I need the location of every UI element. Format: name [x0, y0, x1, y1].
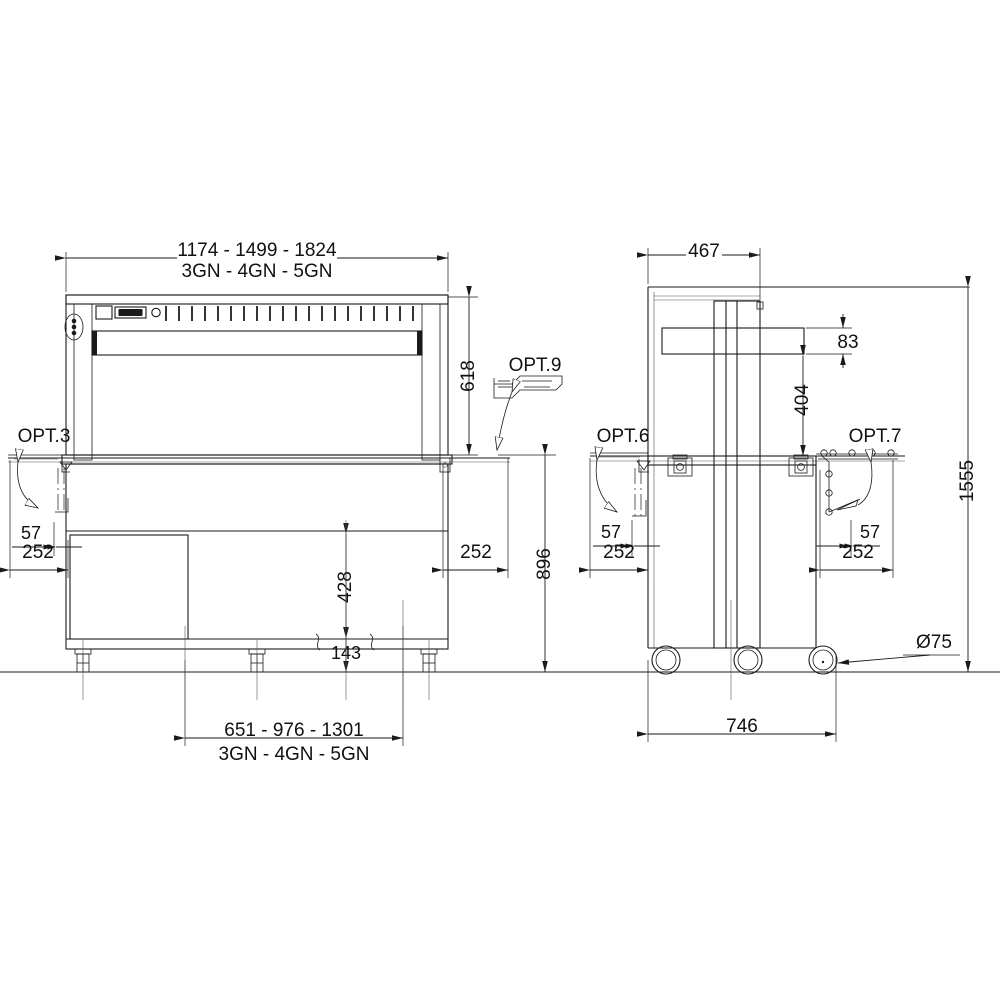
opt7-bracket-detail [816, 450, 898, 516]
dim-side-252-left: 252 [579, 458, 649, 578]
label-opt3: OPT.3 [18, 426, 71, 447]
dim-label-404: 404 [792, 384, 813, 416]
dim-label-57-left: 57 [21, 523, 41, 543]
dim-label-83: 83 [837, 332, 858, 353]
dim-label-252-side-right: 252 [842, 542, 874, 563]
side-cabinet-body [590, 286, 968, 649]
dim-label-1555: 1555 [957, 460, 978, 502]
dim-label-front-base-1: 651 - 976 - 1301 [224, 720, 363, 741]
dim-front-618: 618 [448, 286, 479, 456]
dim-front-252-right: 252 [432, 458, 509, 578]
dim-front-width-bottom: 651 - 976 - 1301 3GN - 4GN - 5GN [174, 626, 404, 765]
dim-side-83: 83 [806, 314, 859, 368]
dim-front-428: 428 [335, 523, 356, 638]
dim-front-57-left: 57 [12, 522, 82, 556]
dim-side-252-right: 252 [809, 460, 894, 578]
front-vent-slats [165, 306, 414, 321]
dim-side-57-right: 57 [816, 520, 880, 556]
front-casters [74, 648, 438, 673]
front-lower-body [65, 463, 449, 650]
dim-side-467: 467 [637, 241, 761, 300]
dim-front-252-left: 252 [0, 460, 69, 578]
dim-front-896: 896 [498, 444, 556, 672]
dim-label-dia75: Ø75 [916, 632, 952, 653]
dim-label-57-side-left: 57 [601, 522, 621, 542]
opt9-detail [493, 375, 563, 450]
front-upper-cabinet [64, 294, 449, 461]
side-casters [651, 645, 838, 675]
dim-side-57-left: 57 [593, 520, 660, 556]
opt6-bracket-detail [590, 453, 651, 517]
dim-label-front-base-2: 3GN - 4GN - 5GN [219, 744, 370, 765]
dim-side-746: 746 [637, 656, 837, 742]
front-elevation-view: 1174 - 1499 - 1824 3GN - 4GN - 5GN 618 8… [0, 240, 563, 765]
label-opt9: OPT.9 [509, 355, 562, 376]
dim-label-252-left: 252 [22, 542, 54, 563]
dim-label-57-side-right: 57 [860, 522, 880, 542]
dim-label-467: 467 [688, 241, 720, 262]
label-opt6: OPT.6 [597, 426, 650, 447]
dim-label-252-side-left: 252 [603, 542, 635, 563]
dim-label-front-width-1: 1174 - 1499 - 1824 [177, 240, 337, 261]
front-worktop [8, 454, 510, 465]
dim-side-404: 404 [792, 345, 813, 456]
front-hinge-detail [64, 313, 84, 341]
dim-label-252-right: 252 [460, 542, 492, 563]
dim-label-746: 746 [726, 716, 758, 737]
dim-label-front-width-2: 3GN - 4GN - 5GN [182, 261, 333, 282]
label-opt7: OPT.7 [849, 426, 902, 447]
condenser-grille-panel [69, 534, 189, 640]
dim-label-428: 428 [335, 571, 356, 603]
dim-front-143: 143 [315, 627, 375, 672]
dim-label-618: 618 [458, 360, 479, 392]
dim-front-width-top: 1174 - 1499 - 1824 3GN - 4GN - 5GN [55, 240, 449, 292]
dim-side-1555: 1555 [935, 276, 978, 672]
dim-caster-diameter: Ø75 [837, 632, 960, 665]
side-elevation-view: 467 83 404 1555 [579, 241, 978, 742]
dim-label-896: 896 [534, 548, 555, 580]
opt3-bracket-detail [8, 455, 73, 513]
side-lock-left [667, 454, 693, 477]
side-lock-right [788, 454, 814, 477]
